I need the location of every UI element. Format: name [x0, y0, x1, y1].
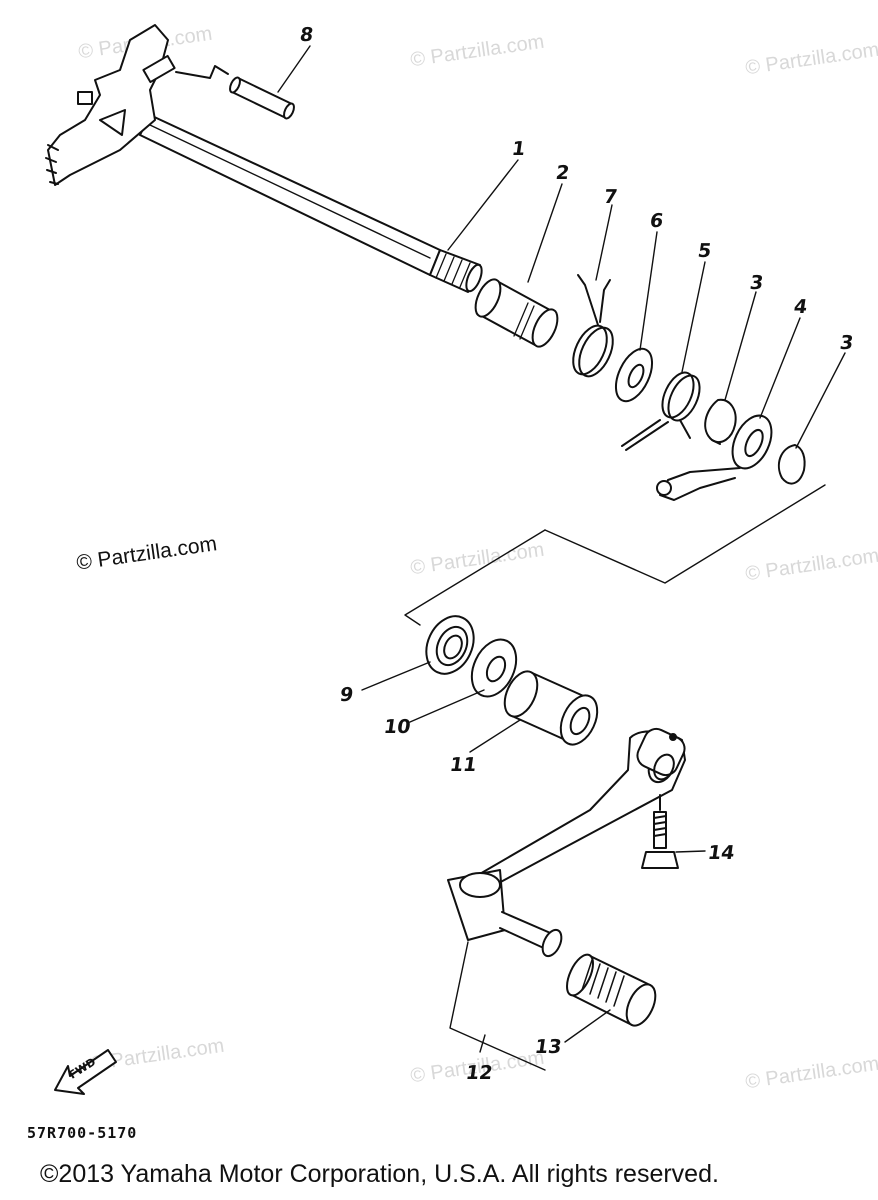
- collar-part-2: [474, 278, 559, 348]
- bushing-part-11: [503, 670, 599, 746]
- diagram-code: 57R700-5170: [27, 1124, 138, 1142]
- callout-10: 10: [382, 716, 412, 738]
- bolt-part-14: [641, 794, 679, 869]
- rubber-part-13: [566, 953, 657, 1027]
- washer-part-10: [470, 638, 518, 698]
- oil-seal-part-9: [425, 615, 475, 675]
- pin-part-8: [175, 65, 295, 120]
- return-spring-part-5: [621, 371, 701, 451]
- shift-pedal-part-12: [447, 727, 686, 958]
- washer-part-6: [614, 347, 654, 403]
- stopper-lever-part-4: [656, 414, 773, 501]
- callout-13: 13: [533, 1036, 563, 1058]
- spring-part-7: [572, 274, 614, 378]
- fwd-arrow-icon: [54, 1049, 117, 1095]
- callout-11: 11: [448, 754, 478, 776]
- copyright-notice: ©2013 Yamaha Motor Corporation, U.S.A. A…: [40, 1160, 719, 1188]
- shift-shaft: [45, 24, 483, 293]
- circlip-part-3b: [777, 444, 806, 485]
- circlip-part-3: [704, 398, 737, 444]
- callout-14: 14: [706, 842, 736, 864]
- callout-12: 12: [464, 1062, 494, 1084]
